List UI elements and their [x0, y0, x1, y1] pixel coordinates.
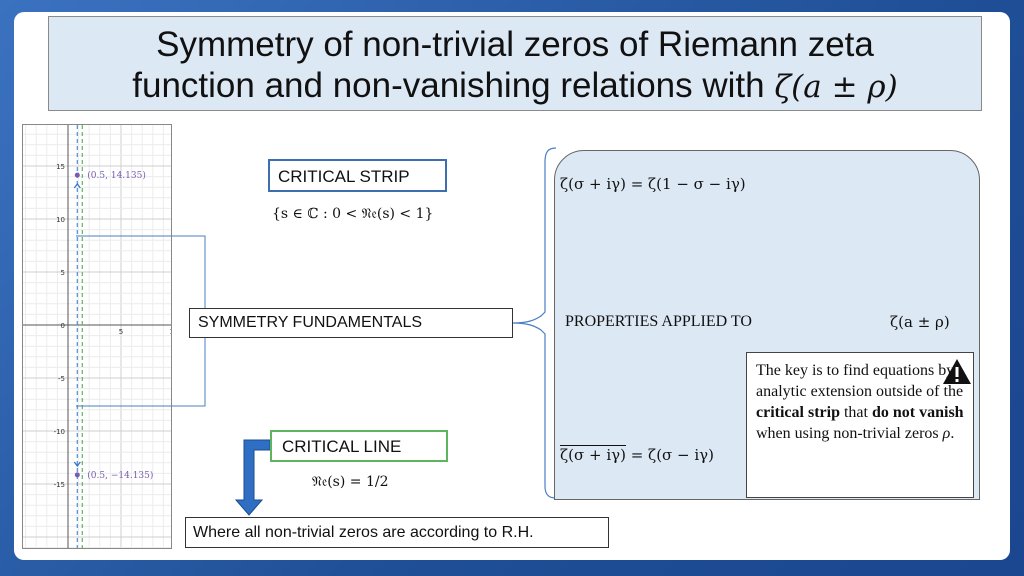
y-tick-label: -10 — [54, 428, 65, 436]
conjugate-overline-term: ζ(σ + iγ) — [560, 446, 626, 464]
y-tick-label: 15 — [56, 163, 65, 171]
critical-line-definition: 𝔑𝔢(s) = 1/2 — [312, 474, 389, 490]
y-tick-label: 5 — [61, 269, 65, 277]
properties-applied-label: PROPERTIES APPLIED TO — [565, 313, 752, 330]
point-lower — [74, 472, 80, 478]
warning-icon — [943, 359, 971, 384]
title-zeta-expression: ζ(a ± ρ) — [774, 69, 898, 105]
target-expression: ζ(a ± ρ) — [890, 313, 950, 331]
functional-equation: ζ(σ + iγ) = ζ(1 − σ − iγ) — [560, 175, 746, 193]
note-end: . — [950, 425, 955, 442]
point-lower-label: (0.5, −14.135) — [87, 470, 153, 481]
note-bold-critical-strip: critical strip — [756, 404, 840, 421]
conjugate-equation: ζ(σ + iγ) = ζ(σ − iγ) — [560, 446, 714, 464]
line-arrow-down — [73, 461, 81, 467]
note-bold-do-not-vanish: do not vanish — [871, 404, 964, 421]
arrow-bent — [234, 439, 271, 516]
x-tick-label: 5 — [119, 328, 123, 336]
y-tick-label: 0 — [61, 322, 65, 330]
point-upper — [74, 172, 80, 178]
critical-strip-box: CRITICAL STRIP — [268, 159, 447, 192]
critical-line-box: CRITICAL LINE — [270, 430, 448, 462]
curly-brace — [512, 147, 557, 499]
note-part3: when using non-trivial zeros — [756, 425, 943, 442]
where-zeros-box: Where all non-trivial zeros are accordin… — [185, 517, 609, 548]
title-line-1: Symmetry of non-trivial zeros of Riemann… — [156, 25, 874, 64]
key-note-box: The key is to find equations by analytic… — [746, 352, 974, 498]
title-box: Symmetry of non-trivial zeros of Riemann… — [48, 16, 982, 111]
point-upper-label: (0.5, 14.135) — [87, 170, 146, 181]
symmetry-fundamentals-box: SYMMETRY FUNDAMENTALS — [189, 308, 513, 338]
note-rho: ρ — [942, 425, 951, 442]
title-line-2-text: function and non-vanishing relations wit… — [132, 66, 775, 105]
critical-strip-definition: {s ∈ ℂ : 0 < 𝔑𝔢(s) < 1} — [272, 206, 434, 222]
graph-svg: 15 10 5 0 -5 -10 -15 5 10 (0.5, 14.135) (0.5, −14.… — [23, 125, 172, 548]
y-tick-label: 10 — [56, 216, 65, 224]
conjugate-rest: = ζ(σ − iγ) — [625, 446, 714, 464]
x-tick-label: 10 — [170, 328, 172, 336]
y-tick-label: -5 — [58, 375, 65, 383]
note-part1: The key is to find equations by analytic… — [756, 362, 964, 400]
bracket-line — [76, 235, 206, 407]
note-part2: that — [839, 404, 872, 421]
title-line-2: function and non-vanishing relations wit… — [49, 65, 981, 108]
y-tick-label: -15 — [54, 481, 65, 489]
line-arrow-up — [73, 183, 81, 189]
complex-plane-graph: 15 10 5 0 -5 -10 -15 5 10 (0.5, 14.135) (0.5, −14.… — [22, 124, 172, 549]
